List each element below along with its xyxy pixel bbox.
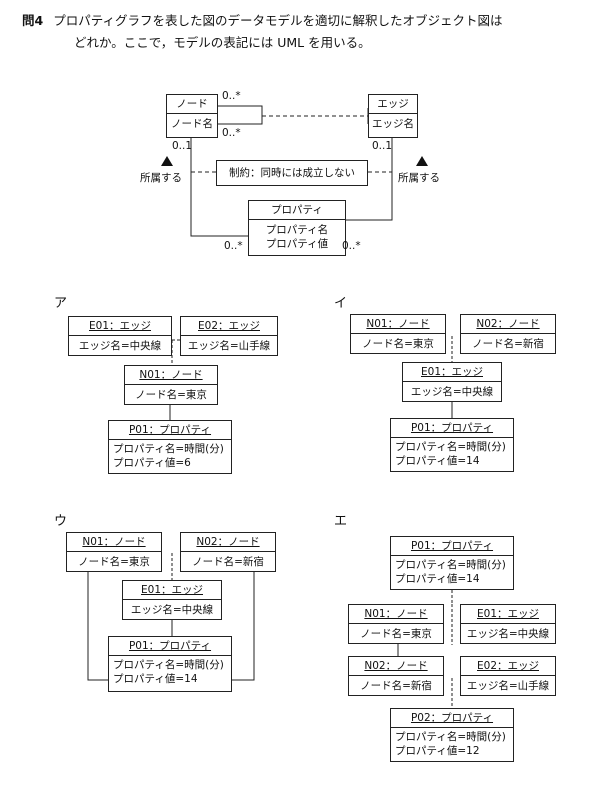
belongs-left: 所属する [140,172,182,184]
a-e01-body: エッジ名=中央線 [78,340,162,352]
i-n02-body: ノード名=新宿 [472,338,544,350]
option-a-label: ア [54,296,68,311]
e-e02-head: E02：エッジ [461,657,555,676]
e-n02-box: N02：ノード ノード名=新宿 [348,656,444,696]
u-p01-l1: プロパティ名=時間(分) [113,659,224,671]
model-property-attr2: プロパティ値 [265,238,329,250]
node-property-association [190,138,248,237]
a-p01-head: P01：プロパティ [109,421,231,440]
e-p02-head: P02：プロパティ [391,709,513,728]
e-e01-box: E01：エッジ エッジ名=中央線 [460,604,556,644]
mult-edge-zero-one: 0..1 [372,140,393,152]
mult-node-zero-one: 0..1 [172,140,193,152]
i-n01-body: ノード名=東京 [362,338,434,350]
e-p02-l2: プロパティ値=12 [395,745,480,757]
u-e01-body: エッジ名=中央線 [130,604,214,616]
i-e01-box: E01：エッジ エッジ名=中央線 [402,362,502,402]
a-e01-box: E01：エッジ エッジ名=中央線 [68,316,172,356]
u-e01-box: E01：エッジ エッジ名=中央線 [122,580,222,620]
i-p01-box: P01：プロパティ プロパティ名=時間(分) プロパティ値=14 [390,418,514,472]
a-n01-body: ノード名=東京 [135,389,207,401]
mult-node-bottom: 0..* [222,127,241,139]
e-p01-box: P01：プロパティ プロパティ名=時間(分) プロパティ値=14 [390,536,514,590]
u-n02-head: N02：ノード [181,533,275,552]
model-property-attr1: プロパティ名 [265,224,329,236]
question-text: 問4 プロパティグラフを表した図のデータモデルを適切に解釈したオブジェクト図は ど… [22,10,502,54]
e-e02-box: E02：エッジ エッジ名=山手線 [460,656,556,696]
i-n01-box: N01：ノード ノード名=東京 [350,314,446,354]
belongs-left-triangle-icon [161,156,173,166]
belongs-right: 所属する [398,172,440,184]
i-n02-head: N02：ノード [461,315,555,334]
constraint-text: 制約：同時には成立しない [229,167,355,179]
i-p01-head: P01：プロパティ [391,419,513,438]
a-e02-head: E02：エッジ [181,317,277,336]
question-number: 問4 [22,13,44,28]
a-n01-box: N01：ノード ノード名=東京 [124,365,218,405]
option-i-label: イ [334,296,348,311]
belongs-right-triangle-icon [416,156,428,166]
u-p01-l2: プロパティ値=14 [113,673,198,685]
u-e01-head: E01：エッジ [123,581,221,600]
u-n02-body: ノード名=新宿 [192,556,264,568]
a-p01-l1: プロパティ名=時間(分) [113,443,224,455]
e-n01-head: N01：ノード [349,605,443,624]
option-u-label: ウ [54,514,68,529]
e-e02-body: エッジ名=山手線 [466,680,550,692]
model-node-class: ノード ノード名 [166,94,218,138]
model-node-name: ノード [167,95,217,114]
u-n01-p01 [87,572,108,681]
a-e02-box: E02：エッジ エッジ名=山手線 [180,316,278,356]
e-n02-head: N02：ノード [349,657,443,676]
e-n01-box: N01：ノード ノード名=東京 [348,604,444,644]
u-n01-head: N01：ノード [67,533,161,552]
u-n02-box: N02：ノード ノード名=新宿 [180,532,276,572]
a-p01-l2: プロパティ値=6 [113,457,191,469]
i-n02-box: N02：ノード ノード名=新宿 [460,314,556,354]
e-p02-box: P02：プロパティ プロパティ名=時間(分) プロパティ値=12 [390,708,514,762]
e-p01-head: P01：プロパティ [391,537,513,556]
question-line-1: プロパティグラフを表した図のデータモデルを適切に解釈したオブジェクト図は [53,13,503,28]
mult-prop-left: 0..* [224,240,243,252]
model-property-name: プロパティ [249,201,345,220]
model-property-class: プロパティ プロパティ名 プロパティ値 [248,200,346,256]
u-n01-box: N01：ノード ノード名=東京 [66,532,162,572]
i-n01-head: N01：ノード [351,315,445,334]
mult-node-top: 0..* [222,90,241,102]
a-e01-head: E01：エッジ [69,317,171,336]
e-n01-body: ノード名=東京 [360,628,432,640]
i-p01-l2: プロパティ値=14 [395,455,480,467]
i-e01-head: E01：エッジ [403,363,501,382]
e-e01-body: エッジ名=中央線 [466,628,550,640]
a-n01-head: N01：ノード [125,366,217,385]
e-p02-l1: プロパティ名=時間(分) [395,731,506,743]
a-p01-box: P01：プロパティ プロパティ名=時間(分) プロパティ値=6 [108,420,232,474]
e-n02-body: ノード名=新宿 [360,680,432,692]
e-p01-l2: プロパティ値=14 [395,573,480,585]
a-e02-body: エッジ名=山手線 [187,340,271,352]
model-edge-name: エッジ [369,95,417,114]
mult-prop-right: 0..* [342,240,361,252]
constraint-note: 制約：同時には成立しない [216,160,368,186]
i-p01-l1: プロパティ名=時間(分) [395,441,506,453]
node-self-association [218,105,263,125]
u-p01-box: P01：プロパティ プロパティ名=時間(分) プロパティ値=14 [108,636,232,692]
option-e-label: エ [334,514,348,529]
e-e01-head: E01：エッジ [461,605,555,624]
model-edge-attr: エッジ名 [372,118,414,130]
edge-property-association [346,138,393,221]
u-p01-head: P01：プロパティ [109,637,231,656]
model-node-attr: ノード名 [171,118,213,130]
question-line-2: どれか。ここで，モデルの表記には UML を用いる。 [74,35,371,50]
u-n01-body: ノード名=東京 [78,556,150,568]
e-p01-l1: プロパティ名=時間(分) [395,559,506,571]
model-edge-class: エッジ エッジ名 [368,94,418,138]
u-n02-p01 [232,572,255,681]
i-e01-body: エッジ名=中央線 [410,386,494,398]
